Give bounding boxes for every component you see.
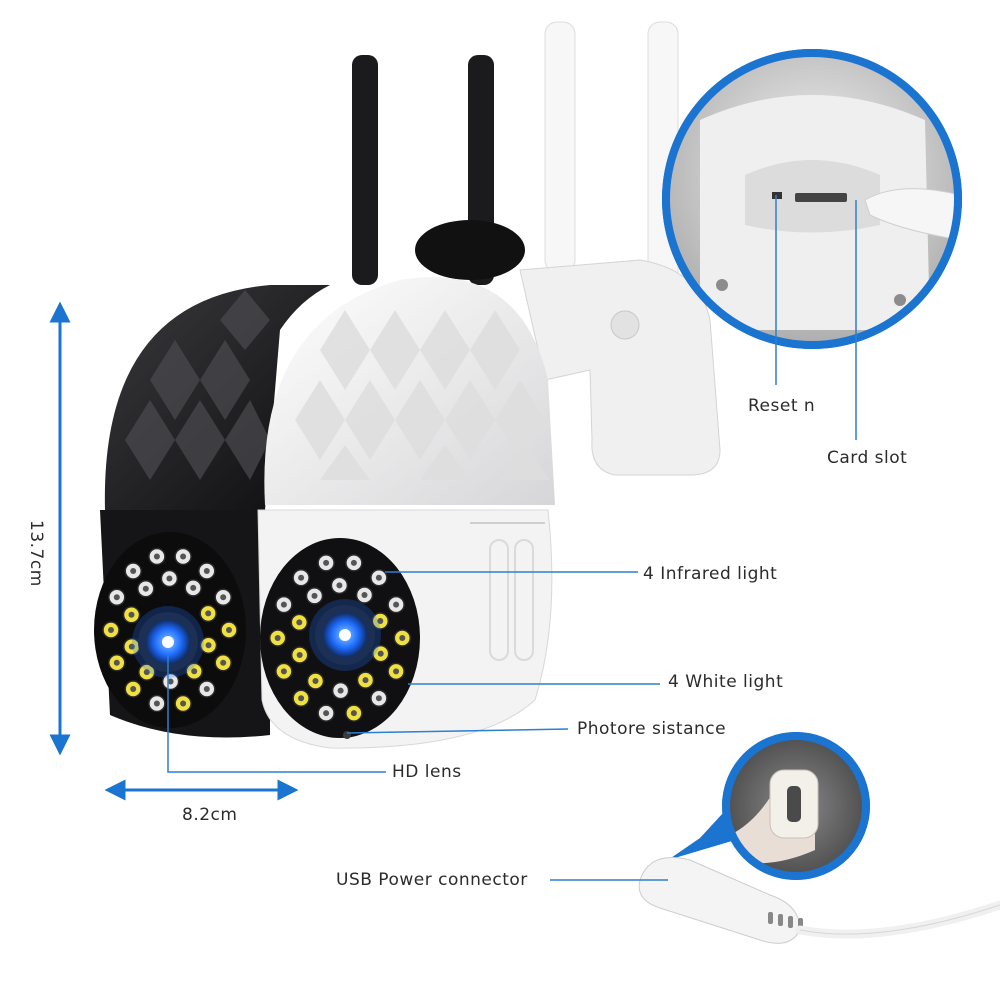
- led-center: [153, 700, 160, 707]
- led-center: [280, 601, 287, 608]
- led-center: [323, 710, 330, 717]
- led-center: [336, 582, 343, 589]
- led-center: [205, 642, 212, 649]
- magnifier-inset-usb: [668, 732, 870, 880]
- led-center: [191, 668, 198, 675]
- card-slot-label: Card slot: [827, 448, 908, 468]
- led-center: [350, 559, 357, 566]
- led-center: [280, 668, 287, 675]
- led-center: [220, 659, 227, 666]
- led-center: [128, 643, 135, 650]
- led-center: [113, 594, 120, 601]
- led-center: [323, 559, 330, 566]
- reset-label: Reset n: [748, 396, 816, 416]
- led-center: [399, 635, 406, 641]
- leader-lines: [167, 195, 857, 881]
- usb-power-connector-label: USB Power connector: [336, 870, 528, 890]
- led-center: [143, 669, 150, 676]
- led-center: [362, 677, 369, 684]
- photoresistance-label: Photore sistance: [577, 719, 727, 739]
- led-center: [190, 584, 197, 591]
- led-center: [375, 695, 382, 702]
- led-center: [128, 611, 135, 618]
- led-center: [393, 601, 400, 608]
- led-center: [377, 618, 384, 624]
- led-center: [203, 568, 210, 574]
- white-light-label: 4 White light: [668, 672, 784, 692]
- led-center: [220, 594, 227, 601]
- led-center: [296, 619, 303, 626]
- led-center: [153, 553, 160, 560]
- led-center: [350, 710, 357, 717]
- led-center: [296, 652, 303, 658]
- width-dimension-label: 8.2cm: [182, 805, 238, 825]
- led-center: [393, 668, 400, 675]
- led-center: [205, 610, 212, 617]
- led-center: [226, 627, 232, 633]
- magnifier-inset-card-slot: [662, 49, 962, 349]
- led-center: [377, 650, 384, 657]
- led-center: [298, 574, 305, 581]
- hd-lens-label: HD lens: [392, 762, 462, 782]
- led-center: [166, 575, 173, 582]
- usb-cable: [638, 857, 1000, 944]
- led-center: [361, 592, 368, 598]
- led-center: [108, 627, 114, 633]
- led-center: [130, 568, 137, 574]
- white-camera-lens: [309, 599, 381, 671]
- white-camera-leds: [268, 554, 412, 722]
- led-center: [312, 678, 319, 684]
- led-center: [113, 659, 120, 666]
- led-center: [180, 553, 187, 560]
- led-center: [203, 686, 210, 692]
- led-center: [180, 700, 187, 707]
- led-center: [311, 592, 318, 599]
- antenna-icon: [352, 55, 378, 285]
- black-camera-leds: [102, 547, 238, 713]
- infrared-light-label: 4 Infrared light: [643, 564, 778, 584]
- led-center: [375, 574, 382, 581]
- led-center: [142, 585, 149, 592]
- led-center: [274, 635, 281, 641]
- led-center: [337, 687, 344, 694]
- led-center: [130, 686, 137, 692]
- led-center: [298, 695, 305, 702]
- led-center: [167, 678, 174, 685]
- black-camera-lens: [132, 606, 204, 678]
- height-dimension-label: 13.7cm: [26, 520, 46, 587]
